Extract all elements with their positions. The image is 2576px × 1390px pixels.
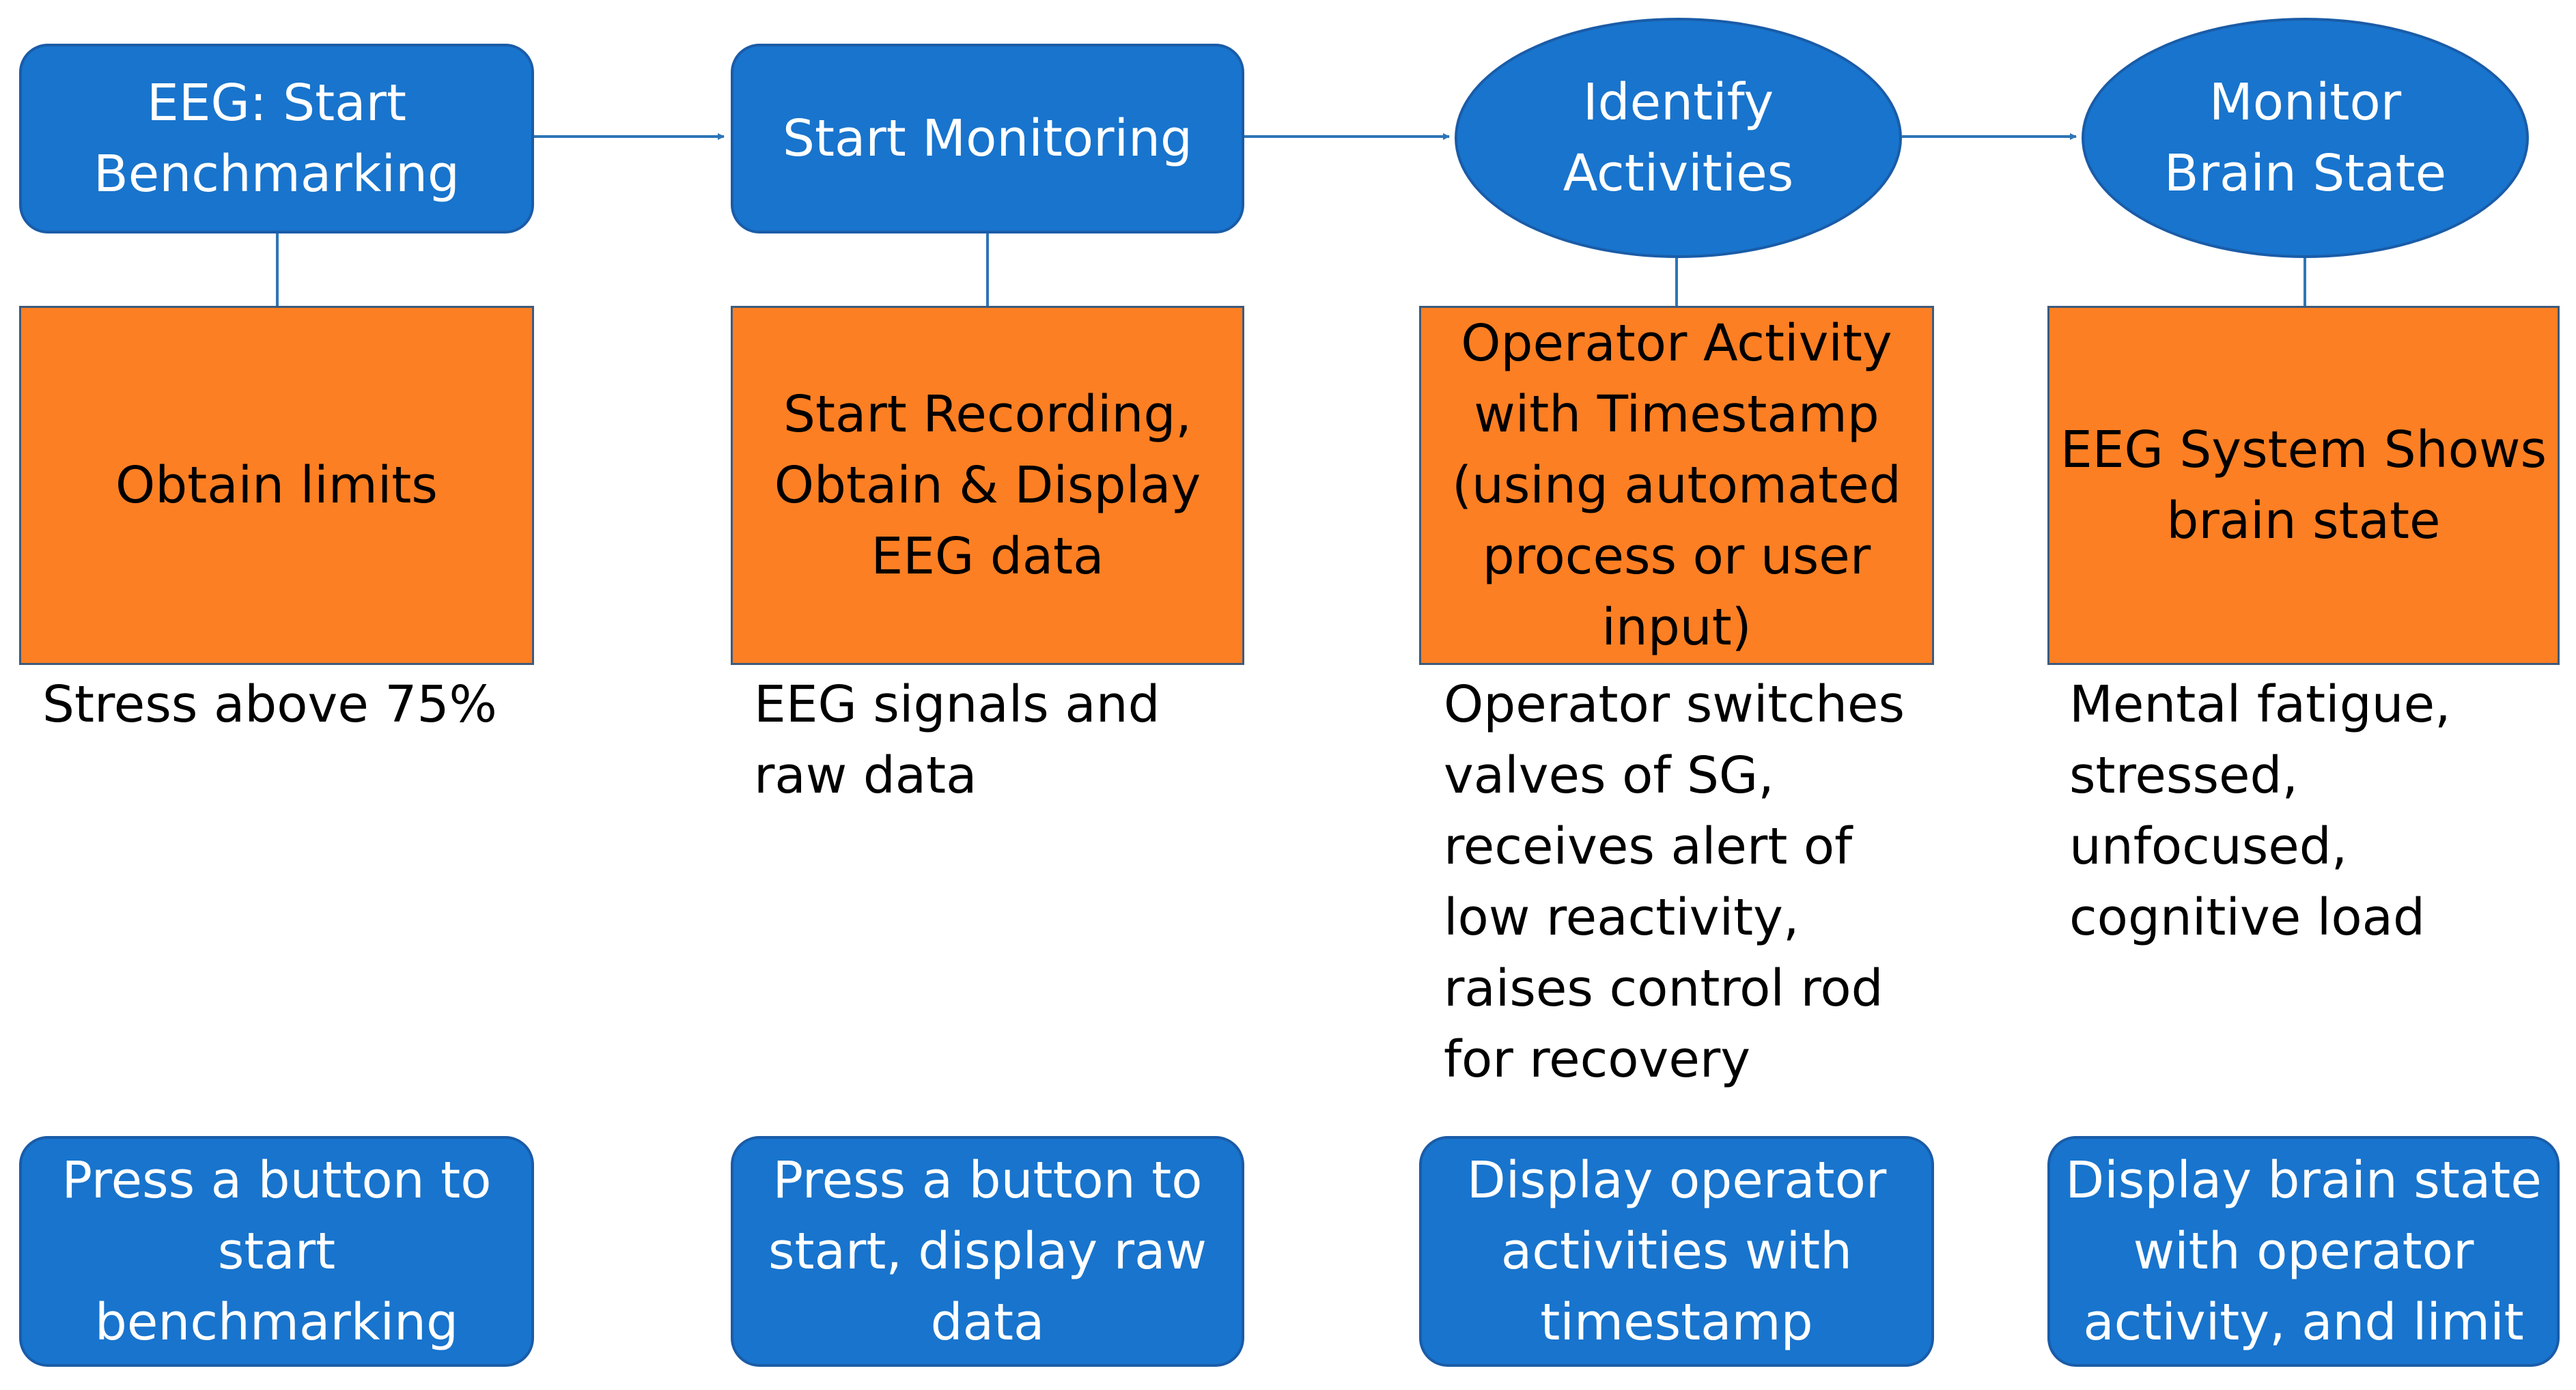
step-3-action: Operator Activity with Timestamp (using …: [1419, 306, 1934, 665]
step-4-action: EEG System Shows brain state: [2047, 306, 2560, 665]
step-1-title: EEG: Start Benchmarking: [19, 44, 534, 233]
step-4-title: Monitor Brain State: [2082, 18, 2529, 258]
step-3-title: Identify Activities: [1455, 18, 1902, 258]
step-4-description: Mental fatigue, stressed, unfocused, cog…: [2069, 675, 2451, 947]
step-2-action: Start Recording, Obtain & Display EEG da…: [731, 306, 1244, 665]
step-1-description: Stress above 75%: [42, 675, 497, 734]
step-1-interface: Press a button to start benchmarking: [19, 1136, 534, 1367]
step-3-description: Operator switches valves of SG, receives…: [1444, 675, 1905, 1089]
step-1-action: Obtain limits: [19, 306, 534, 665]
step-3-interface: Display operator activities with timesta…: [1419, 1136, 1934, 1367]
step-2-description: EEG signals and raw data: [754, 675, 1160, 805]
step-2-title: Start Monitoring: [731, 44, 1244, 233]
step-2-interface: Press a button to start, display raw dat…: [731, 1136, 1244, 1367]
step-4-interface: Display brain state with operator activi…: [2047, 1136, 2560, 1367]
